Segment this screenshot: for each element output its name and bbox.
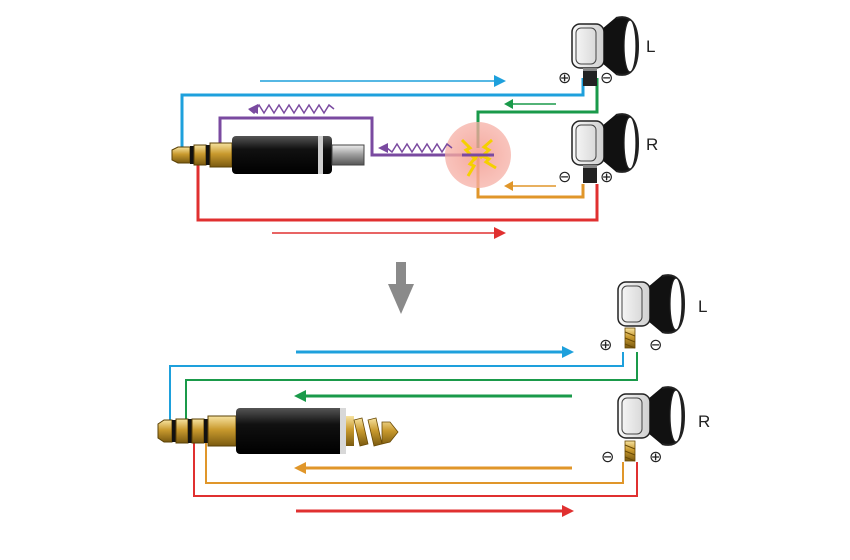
interference-spark-icon	[445, 122, 511, 188]
bottom-wire-left-ground	[185, 352, 638, 428]
minus-icon: ⊖	[558, 167, 571, 186]
bottom-wire-right-signal	[193, 440, 638, 497]
earphone-right-label: R	[646, 135, 658, 154]
plus-icon: ⊕	[649, 447, 662, 466]
earphone-right-label: R	[698, 412, 710, 431]
top-arrow-crosstalk-lower	[386, 142, 453, 154]
minus-icon: ⊖	[649, 335, 662, 354]
earphone-left-label: L	[646, 37, 655, 56]
earphone-left-top: L ⊕ ⊖	[558, 16, 655, 87]
top-wire-left-signal	[180, 78, 585, 152]
bottom-wires	[169, 352, 638, 497]
plus-icon: ⊕	[558, 68, 571, 87]
plus-icon: ⊕	[600, 167, 613, 186]
bottom-arrows	[294, 346, 574, 517]
trrs-4-pole-plug-icon	[157, 408, 399, 454]
minus-icon: ⊖	[600, 68, 613, 87]
bottom-wire-left-signal	[169, 352, 624, 428]
bottom-wire-right-ground	[205, 440, 624, 484]
top-wire-shared-ground	[218, 116, 478, 157]
earphone-left-label: L	[698, 297, 707, 316]
earphone-right-bottom: R ⊖ ⊕	[601, 386, 710, 466]
earphone-right-top: R ⊖ ⊕	[558, 113, 658, 186]
top-arrows	[248, 75, 556, 239]
trs-3-pole-plug-icon	[171, 136, 365, 174]
minus-icon: ⊖	[601, 447, 614, 466]
top-wire-right-signal	[196, 160, 599, 222]
top-panel: L ⊕ ⊖ R ⊖ ⊕	[171, 16, 658, 239]
bottom-panel: L ⊕ ⊖ R ⊖ ⊕	[157, 274, 710, 517]
down-arrow-icon	[388, 262, 414, 314]
earphone-left-bottom: L ⊕ ⊖	[599, 274, 707, 354]
top-arrow-crosstalk-upper	[248, 103, 335, 115]
plus-icon: ⊕	[599, 335, 612, 354]
